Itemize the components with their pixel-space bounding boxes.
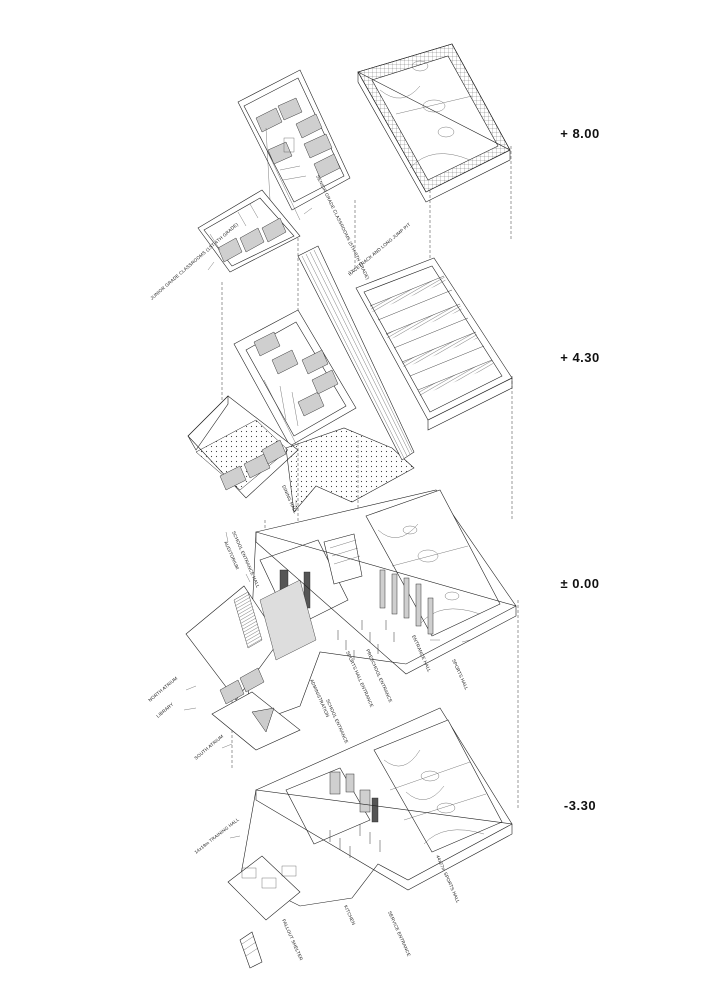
level-8-floor xyxy=(197,43,511,273)
rooftop-court xyxy=(357,43,511,203)
level-marker-zero: ± 0.00 xyxy=(560,576,600,591)
racetrack xyxy=(297,245,415,461)
label-training-hall: 14x19m TRAINING HALL xyxy=(194,817,241,855)
label-school-entrance: SCHOOL ENTRANCE xyxy=(325,698,349,744)
label-kitchen: KITCHEN xyxy=(343,904,356,925)
level-marker-plus-8: + 8.00 xyxy=(560,126,600,141)
label-south-atrium: SOUTH ATRIUM xyxy=(193,734,224,761)
label-sports-hall: SPORTS HALL xyxy=(451,658,469,691)
label-north-atrium: NORTH ATRIUM xyxy=(147,676,178,703)
label-sports-hall-44: 44x27m SPORTS HALL xyxy=(435,854,461,904)
bleacher-hall xyxy=(355,257,513,431)
level-minus3-floor xyxy=(227,707,513,969)
main-court xyxy=(365,489,501,637)
level-0-floor xyxy=(185,489,517,751)
level-marker-minus-3-30: -3.30 xyxy=(563,798,597,813)
leader-lines xyxy=(183,207,471,839)
level-4-floor xyxy=(187,245,513,513)
label-library: LIBRARY xyxy=(155,702,174,719)
basement-court xyxy=(373,719,503,853)
label-administration: ADMINISTRATION xyxy=(309,678,330,718)
label-fallout-shelter: FALLOUT SHELTER xyxy=(281,918,304,961)
label-service-entrance: SERVICE ENTRANCE xyxy=(387,910,412,957)
level-marker-plus-4-30: + 4.30 xyxy=(560,350,600,365)
